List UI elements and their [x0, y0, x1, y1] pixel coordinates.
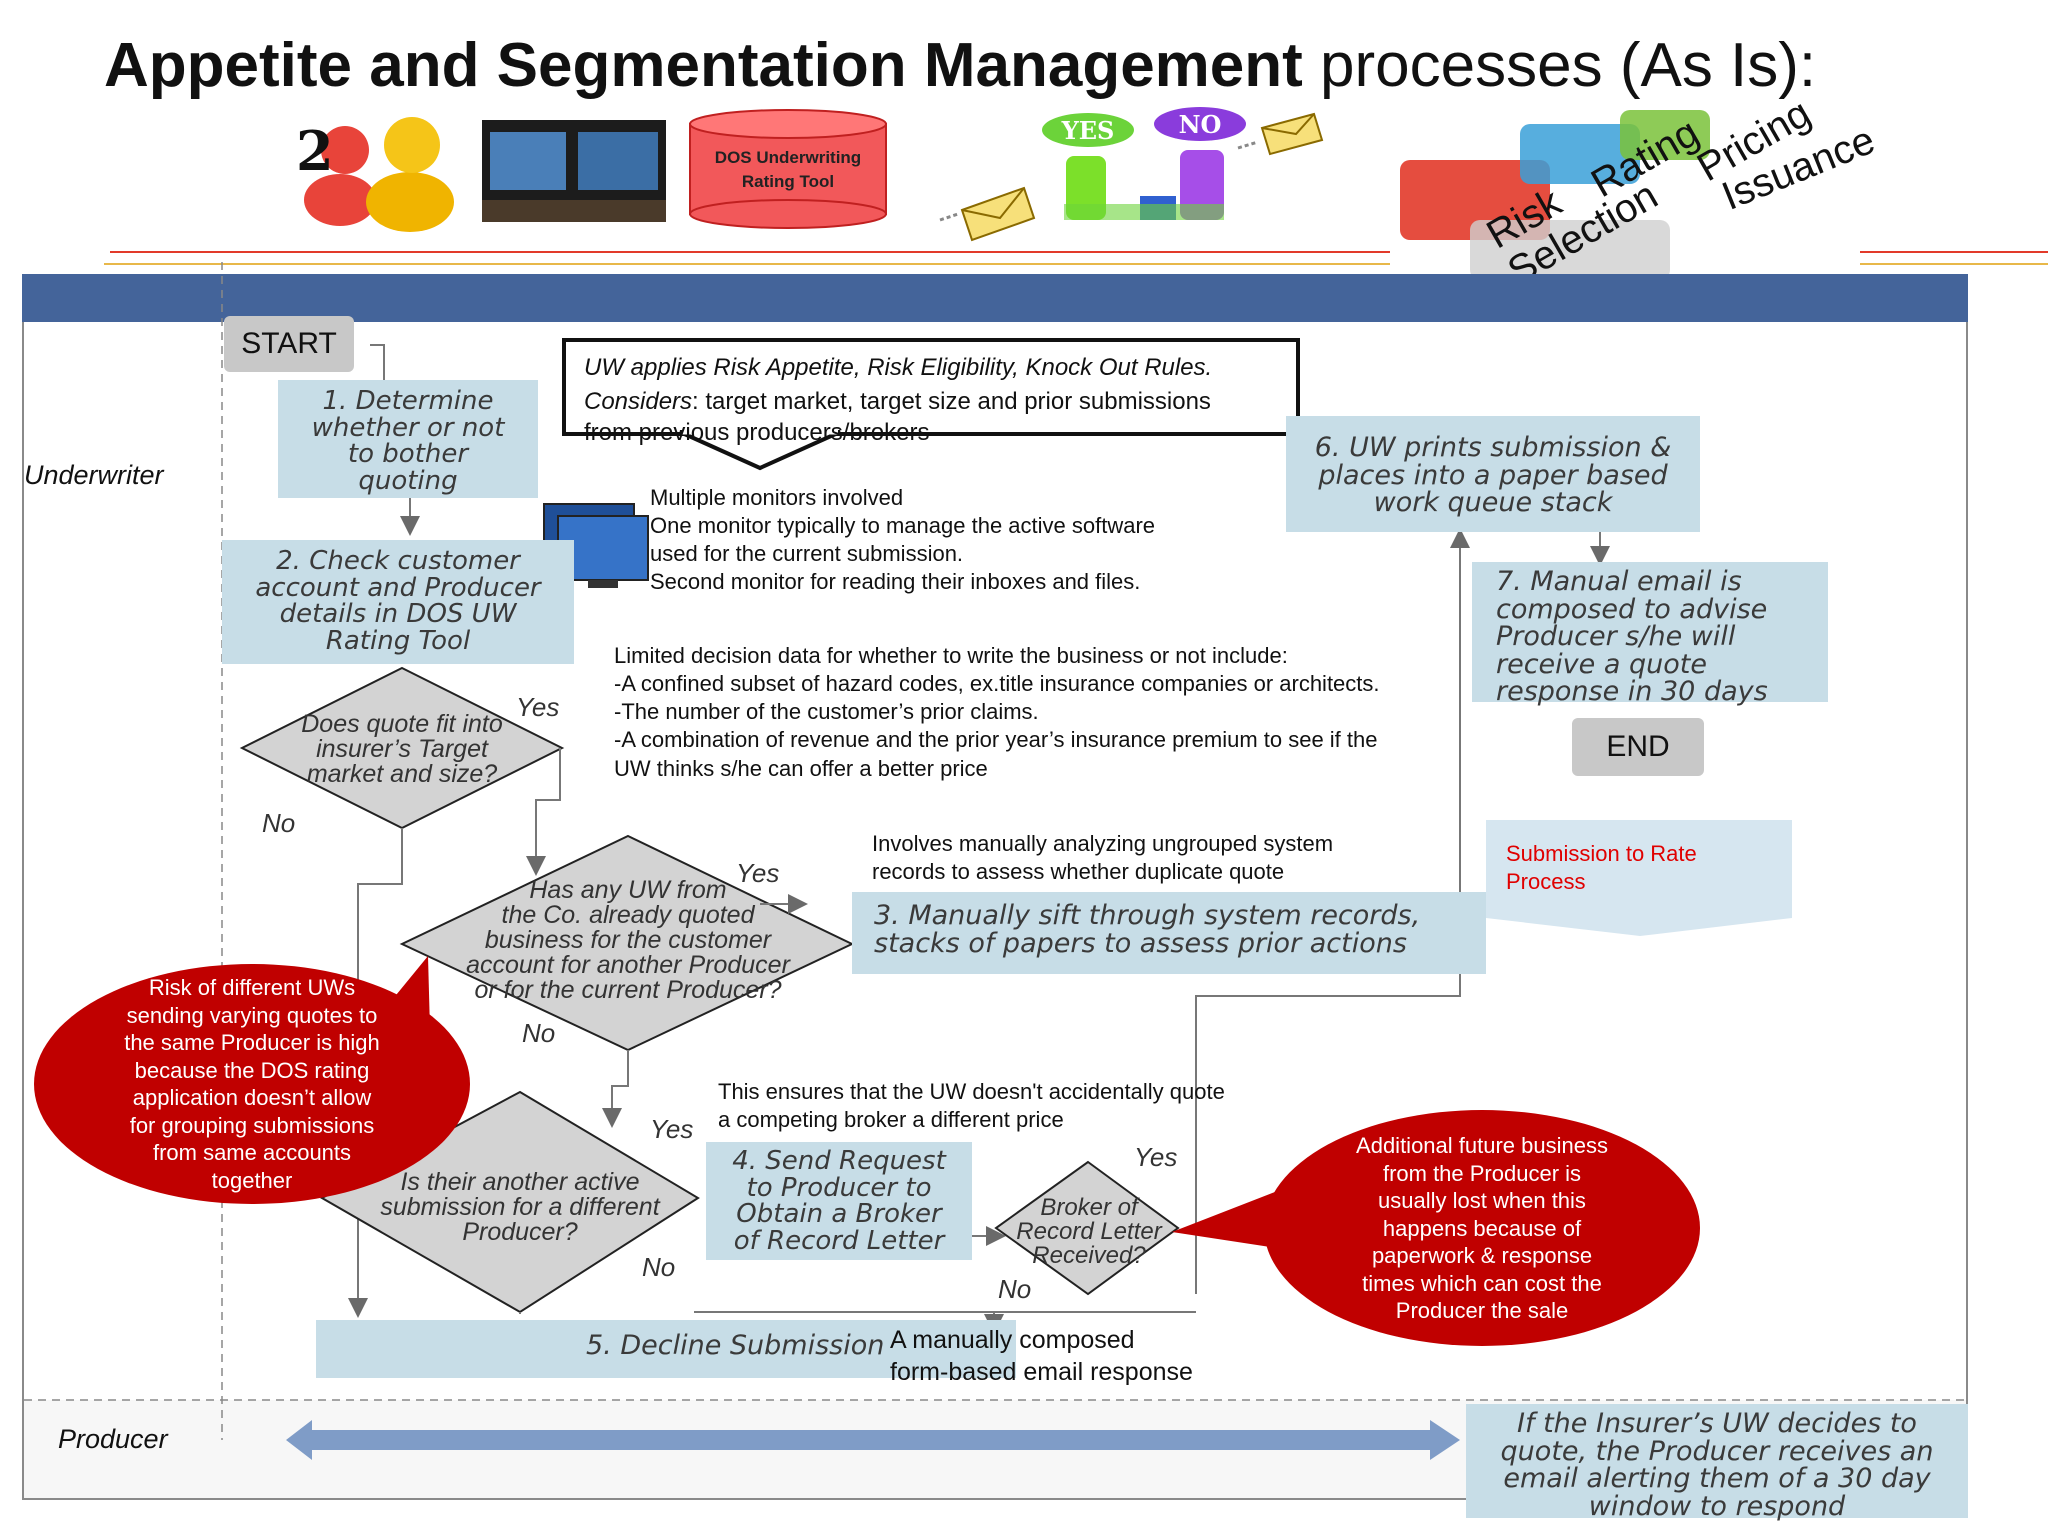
- people-icon: 2: [296, 117, 454, 232]
- producer-quote-notice: If the Insurer’s UW decides to quote, th…: [1466, 1404, 1968, 1520]
- monitors-photo-icon: [482, 120, 666, 222]
- no-label: NO: [1178, 110, 1222, 139]
- monitor-icon: [543, 503, 649, 588]
- limited-data-note: Limited decision data for whether to wri…: [614, 643, 1380, 781]
- d2-yes-label: Yes: [736, 858, 780, 888]
- decision1-target-market: Does quote fit into insurer’s Target mar…: [301, 710, 503, 788]
- manually-composed-note: A manually composed form-based email res…: [890, 1326, 1193, 1386]
- step5-decline-submission: 5. Decline Submission: [316, 1320, 1016, 1378]
- ensures-note: This ensures that the UW doesn't acciden…: [718, 1079, 1225, 1133]
- yes-no-people-icon: [1042, 107, 1246, 220]
- rules-callout-line2: Considers: target market, target size an…: [584, 388, 1211, 447]
- envelope-icon-right: [1237, 112, 1324, 156]
- d3-no-label: No: [642, 1252, 676, 1282]
- envelope-icon-left: [939, 186, 1036, 242]
- d4-no-label: No: [998, 1274, 1032, 1304]
- puzzle-icon: [1400, 110, 1710, 280]
- decision4-bor-letter: Broker of Record Letter Received?: [1016, 1194, 1162, 1269]
- yes-label: YES: [1061, 116, 1115, 145]
- decision2-already-quoted: Has any UW from the Co. already quoted b…: [466, 876, 790, 1004]
- header-graphics: 2: [104, 107, 2048, 280]
- dos-tool-label: DOS Underwriting Rating Tool: [714, 148, 862, 191]
- step6-print-submission: 6. UW prints submission & places into a …: [1286, 416, 1700, 532]
- step3-sift-records: 3. Manually sift through system records,…: [852, 892, 1486, 974]
- d4-yes-label: Yes: [1134, 1142, 1178, 1172]
- decision3-active-submission: Is their another active submission for a…: [380, 1168, 660, 1246]
- involves-note: Involves manually analyzing ungrouped sy…: [872, 831, 1334, 885]
- d1-yes-label: Yes: [516, 692, 560, 722]
- end-node: END: [1572, 718, 1704, 776]
- step1-determine-quoting: 1. Determine whether or not to bother qu…: [278, 380, 538, 498]
- swimlane-header-bar: [22, 274, 1968, 322]
- start-node: START: [224, 316, 354, 372]
- d3-yes-label: Yes: [650, 1114, 694, 1144]
- submission-to-rate-label: Submission to Rate Process: [1506, 841, 1697, 894]
- risk-bubble: Risk of different UWs sending varying qu…: [124, 975, 380, 1193]
- step7-manual-email: 7. Manual email is composed to advise Pr…: [1472, 562, 1828, 705]
- step4-send-request: 4. Send Request to Producer to Obtain a …: [706, 1142, 972, 1260]
- lane-label-underwriter: Underwriter: [24, 460, 164, 490]
- dos-database-icon: [689, 109, 887, 229]
- monitors-note: Multiple monitors involved One monitor t…: [650, 485, 1156, 595]
- d2-no-label: No: [522, 1018, 556, 1048]
- step2-check-account: 2. Check customer account and Producer d…: [222, 540, 574, 664]
- d1-no-label: No: [262, 808, 296, 838]
- lane-label-producer: Producer: [58, 1424, 168, 1454]
- svg-text:2: 2: [296, 119, 334, 183]
- page-title: Appetite and Segmentation Management pro…: [104, 31, 1817, 100]
- lost-business-bubble: Additional future business from the Prod…: [1356, 1133, 1608, 1323]
- rules-callout-line1: UW applies Risk Appetite, Risk Eligibili…: [584, 354, 1213, 381]
